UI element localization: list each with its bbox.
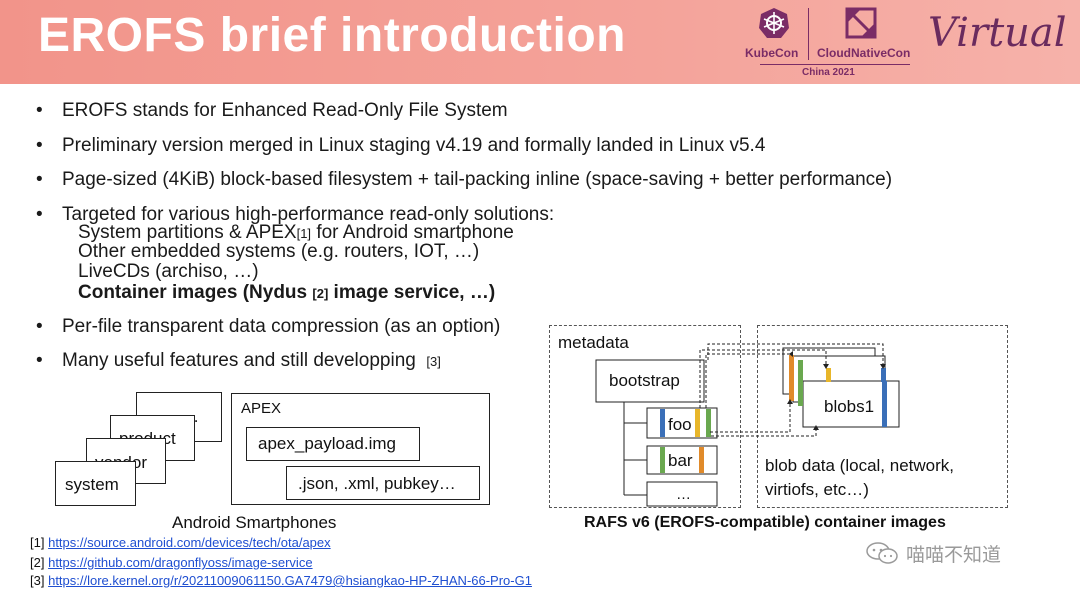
tree-connector bbox=[623, 402, 647, 496]
bullet-text: EROFS stands for Enhanced Read-Only File… bbox=[62, 100, 508, 121]
blob-chunk-bar bbox=[881, 368, 886, 382]
bullet-text-main: Many useful features and still developpi… bbox=[62, 350, 416, 371]
virtual-label: Virtual bbox=[928, 10, 1067, 56]
metadata-region bbox=[549, 325, 741, 508]
blob-chunk-bar bbox=[789, 355, 794, 401]
bullet-dot-icon: • bbox=[36, 135, 43, 156]
bullet-dot-icon: • bbox=[36, 350, 43, 371]
rafs-caption: RAFS v6 (EROFS-compatible) container ima… bbox=[584, 514, 946, 531]
file-chunk-bar bbox=[660, 409, 665, 437]
slide-title: EROFS brief introduction bbox=[38, 9, 626, 62]
bullet-dot-icon: • bbox=[36, 316, 43, 337]
blob-chunk-bar bbox=[882, 381, 887, 427]
apex-label: APEX bbox=[241, 400, 282, 417]
logo-separator bbox=[808, 8, 809, 60]
sub-item: Other embedded systems (e.g. routers, IO… bbox=[78, 241, 480, 262]
more-label: … bbox=[676, 486, 691, 503]
bullet-text: Page-sized (4KiB) block-based filesystem… bbox=[62, 169, 893, 190]
bullet-text: Preliminary version merged in Linux stag… bbox=[62, 135, 766, 156]
blob-data-label: virtiofs, etc…) bbox=[765, 480, 869, 499]
slide-header bbox=[0, 0, 1080, 84]
sub-item-text: Container images (Nydus bbox=[78, 282, 313, 303]
sub-item: LiveCDs (archiso, …) bbox=[78, 261, 259, 282]
footnote: [1] https://source.android.com/devices/t… bbox=[30, 535, 331, 550]
wechat-icon bbox=[866, 542, 898, 564]
rafs-diagram bbox=[595, 343, 900, 507]
arrowhead-icon bbox=[787, 351, 886, 430]
bar-label: bar bbox=[668, 451, 693, 470]
footnote-link[interactable]: https://lore.kernel.org/r/20211009061150… bbox=[48, 573, 532, 588]
footnote-link[interactable]: https://source.android.com/devices/tech/… bbox=[48, 535, 331, 550]
bullet-dot-icon: • bbox=[36, 169, 43, 190]
sub-item: System partitions & APEX[1] for Android … bbox=[78, 223, 514, 244]
bootstrap-box bbox=[595, 359, 705, 403]
kubecon-label: KubeCon bbox=[745, 46, 799, 60]
foo-box bbox=[646, 407, 718, 439]
reference-marker: [2] bbox=[312, 286, 329, 301]
footnote-link[interactable]: https://github.com/dragonflyoss/image-se… bbox=[48, 555, 313, 570]
metadata-label: metadata bbox=[558, 333, 629, 352]
android-caption: Android Smartphones bbox=[172, 513, 337, 532]
footnote-number: [1] bbox=[30, 535, 45, 550]
event-label: China 2021 bbox=[802, 67, 855, 78]
event-divider bbox=[760, 64, 910, 65]
reference-marker: [1] bbox=[296, 226, 312, 241]
bar-box bbox=[646, 445, 718, 475]
bullet-dot-icon: • bbox=[36, 204, 43, 225]
bullet-text: Per-file transparent data compression (a… bbox=[62, 316, 501, 337]
apex-payload-label: apex_payload.img bbox=[258, 434, 396, 453]
apex-meta-box: .json, .xml, pubkey… bbox=[286, 466, 480, 500]
sub-item-text: System partitions & APEX bbox=[78, 222, 297, 243]
footnote: [2] https://github.com/dragonflyoss/imag… bbox=[30, 555, 313, 570]
cloudnativecon-label: CloudNativeCon bbox=[817, 46, 911, 60]
more-box bbox=[646, 481, 718, 507]
blob-chunk-bar bbox=[798, 360, 803, 406]
partition-system-box: system bbox=[55, 461, 136, 506]
file-chunk-bar bbox=[695, 409, 700, 437]
sub-item-text: image service, …) bbox=[328, 282, 496, 303]
file-chunk-bar bbox=[699, 447, 704, 473]
bullet-text: Targeted for various high-performance re… bbox=[62, 204, 555, 225]
sub-item: Container images (Nydus [2] image servic… bbox=[78, 283, 495, 304]
footnote: [3] https://lore.kernel.org/r/2021100906… bbox=[30, 573, 532, 588]
reference-marker: [3] bbox=[426, 354, 441, 369]
file-chunk-bar bbox=[660, 447, 665, 473]
apex-meta-label: .json, .xml, pubkey… bbox=[298, 474, 456, 493]
watermark-text: 喵喵不知道 bbox=[906, 545, 1002, 566]
blobs1-label: blobs1 bbox=[824, 397, 875, 416]
cloudnativecon-logo-icon bbox=[845, 7, 877, 39]
blob-data-label: blob data (local, network, bbox=[765, 456, 954, 475]
footnote-number: [3] bbox=[30, 573, 45, 588]
blob-data-region bbox=[757, 325, 1008, 508]
bootstrap-label: bootstrap bbox=[609, 371, 680, 390]
foo-label: foo bbox=[668, 415, 692, 434]
kubecon-logo-icon bbox=[759, 8, 789, 38]
sub-item-text: for Android smartphone bbox=[311, 222, 514, 243]
footnote-number: [2] bbox=[30, 555, 45, 570]
apex-payload-box: apex_payload.img bbox=[246, 427, 420, 461]
blob-chunk-bar bbox=[826, 368, 831, 382]
bullet-dot-icon: • bbox=[36, 100, 43, 121]
file-chunk-bar bbox=[706, 409, 711, 437]
bullet-text: Many useful features and still developpi… bbox=[62, 350, 441, 373]
partition-label: system bbox=[65, 475, 119, 494]
chunk-reference-arrow bbox=[699, 343, 884, 437]
